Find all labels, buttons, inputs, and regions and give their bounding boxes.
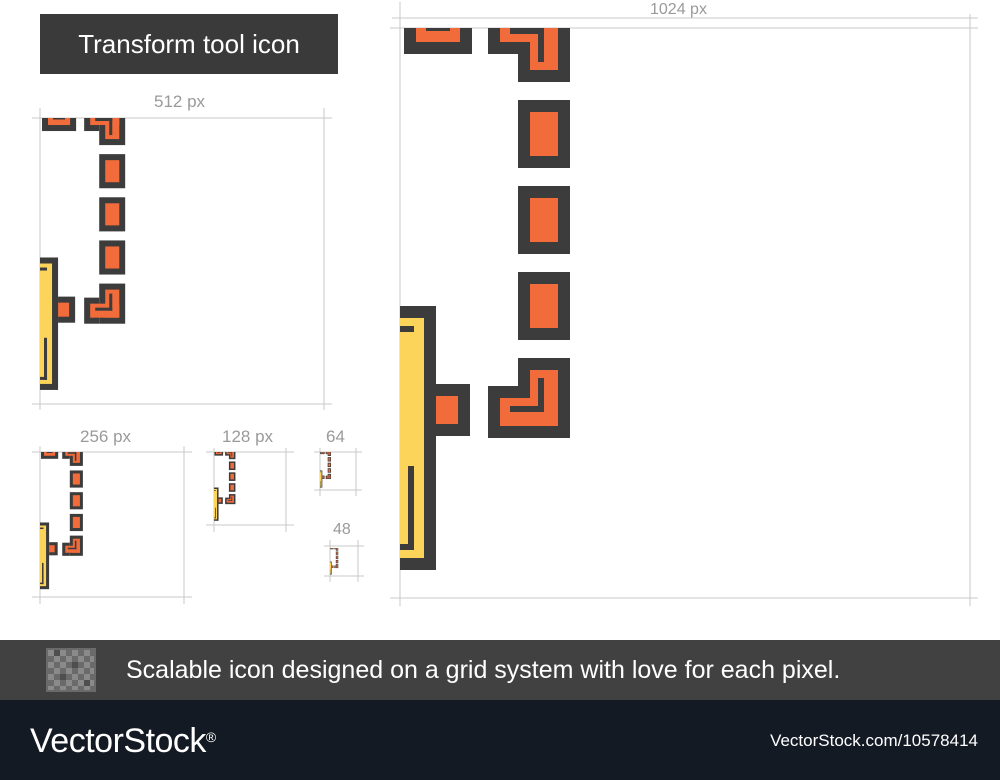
transform-tool-icon-64 — [320, 452, 357, 490]
tagline-bar — [0, 640, 1000, 700]
page-title: Transform tool icon — [40, 14, 338, 74]
pixel-grid-icon — [46, 648, 96, 692]
brand-name: VectorStock — [30, 722, 206, 760]
brand-logo: VectorStock® — [30, 716, 216, 766]
size-label-64: 64 — [326, 427, 345, 446]
brand-registered-mark: ® — [205, 729, 216, 745]
transform-tool-icon-256 — [40, 452, 184, 597]
transform-tool-icon-48 — [330, 548, 358, 576]
transform-tool-icon-1024 — [400, 28, 970, 600]
size-label-512: 512 px — [154, 92, 206, 111]
size-label-128: 128 px — [222, 427, 274, 446]
transform-tool-icon-128 — [214, 452, 286, 525]
size-label-48: 48 — [333, 521, 351, 538]
tagline-text: Scalable icon designed on a grid system … — [126, 656, 841, 684]
grid-guides — [32, 2, 978, 606]
transform-tool-icon-512 — [40, 118, 326, 405]
footer-bar — [0, 700, 1000, 780]
stock-image-id: VectorStock.com/10578414 — [770, 731, 978, 750]
size-label-1024: 1024 px — [650, 1, 707, 18]
size-label-256: 256 px — [80, 427, 132, 446]
